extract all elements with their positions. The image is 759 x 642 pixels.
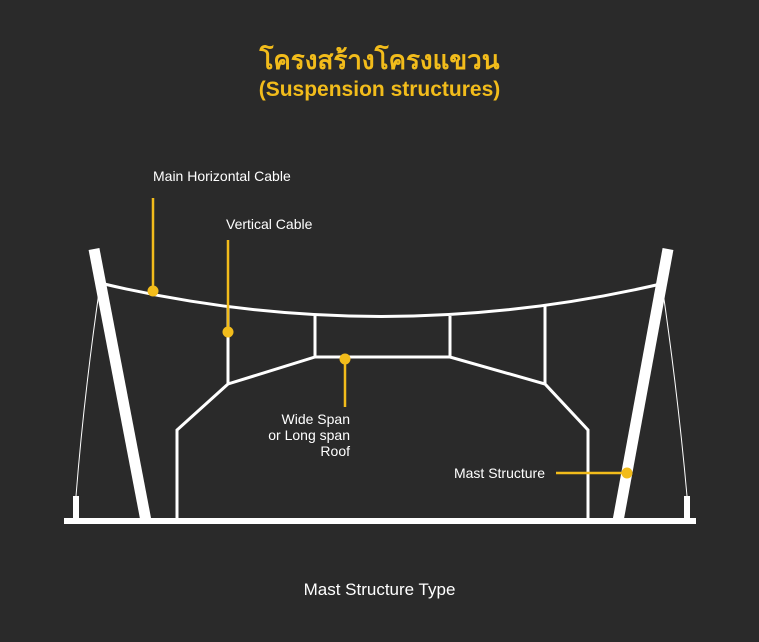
right-backstay-cable — [661, 284, 688, 497]
right-mast — [612, 248, 674, 522]
title-english: (Suspension structures) — [258, 78, 501, 101]
mast-label: Mast Structure — [454, 465, 545, 481]
vertical-cable-label: Vertical Cable — [226, 216, 313, 232]
diagram-caption: Mast Structure Type — [303, 580, 456, 599]
roof-label-line3: Roof — [320, 443, 350, 459]
vertical-cable-dot — [222, 326, 234, 338]
main-cable-label: Main Horizontal Cable — [153, 168, 291, 184]
main-horizontal-cable — [99, 281, 666, 318]
title-thai: โครงสร้างโครงแขวน — [259, 46, 500, 76]
mast-dot — [621, 467, 633, 479]
left-mast — [88, 247, 152, 523]
right-anchor-post — [684, 496, 690, 521]
roof-dot — [339, 353, 351, 365]
main-cable-dot — [147, 285, 159, 297]
roof-structure — [175, 355, 590, 521]
left-backstay-cable — [75, 284, 101, 497]
roof-label-line2: or Long span — [268, 427, 350, 443]
left-anchor-post — [73, 496, 79, 521]
roof-label-line1: Wide Span — [282, 411, 350, 427]
